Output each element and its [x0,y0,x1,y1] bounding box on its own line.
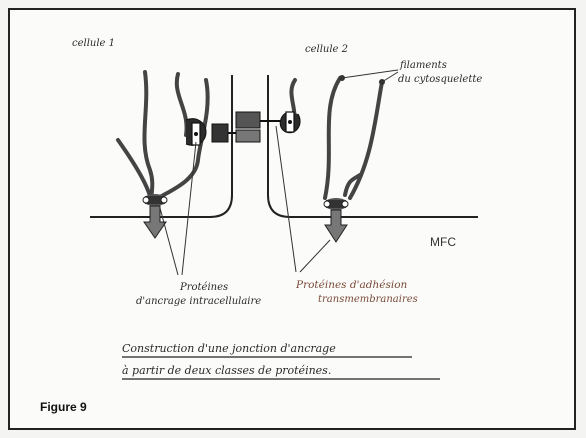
filaments-label-line1: filaments [399,60,447,71]
adhesion-proteins-pointers [276,126,330,272]
adhesion-proteins-label-line2: transmembranaires [318,294,418,305]
filaments-label-line2: du cytosquelette [398,74,482,85]
cell2-membrane [268,75,478,217]
figure-number: Figure 9 [40,400,87,414]
mfc-label: MFC [430,235,456,249]
cell2-bottom-plaque [324,198,348,242]
caption-line2: à partir de deux classes de protéines. [122,364,331,377]
caption-line1: Construction d'une jonction d'ancrage [122,342,336,355]
cell1-label: cellule 1 [72,38,115,49]
cell2-label: cellule 2 [305,44,348,55]
cell2-side-anchor [280,112,300,133]
cell2-filaments [291,78,382,198]
anchor-proteins-pointers [160,142,196,275]
adhesion-proteins-label-line1: Protéines d'adhésion [295,279,408,291]
anchor-proteins-label-line1: Protéines [179,282,228,293]
adhesion-protein-bridge [212,112,290,142]
filaments-pointers [340,70,399,85]
anchor-proteins-label-line2: d'ancrage intracellulaire [136,296,261,307]
cell1-side-anchor [186,119,206,146]
